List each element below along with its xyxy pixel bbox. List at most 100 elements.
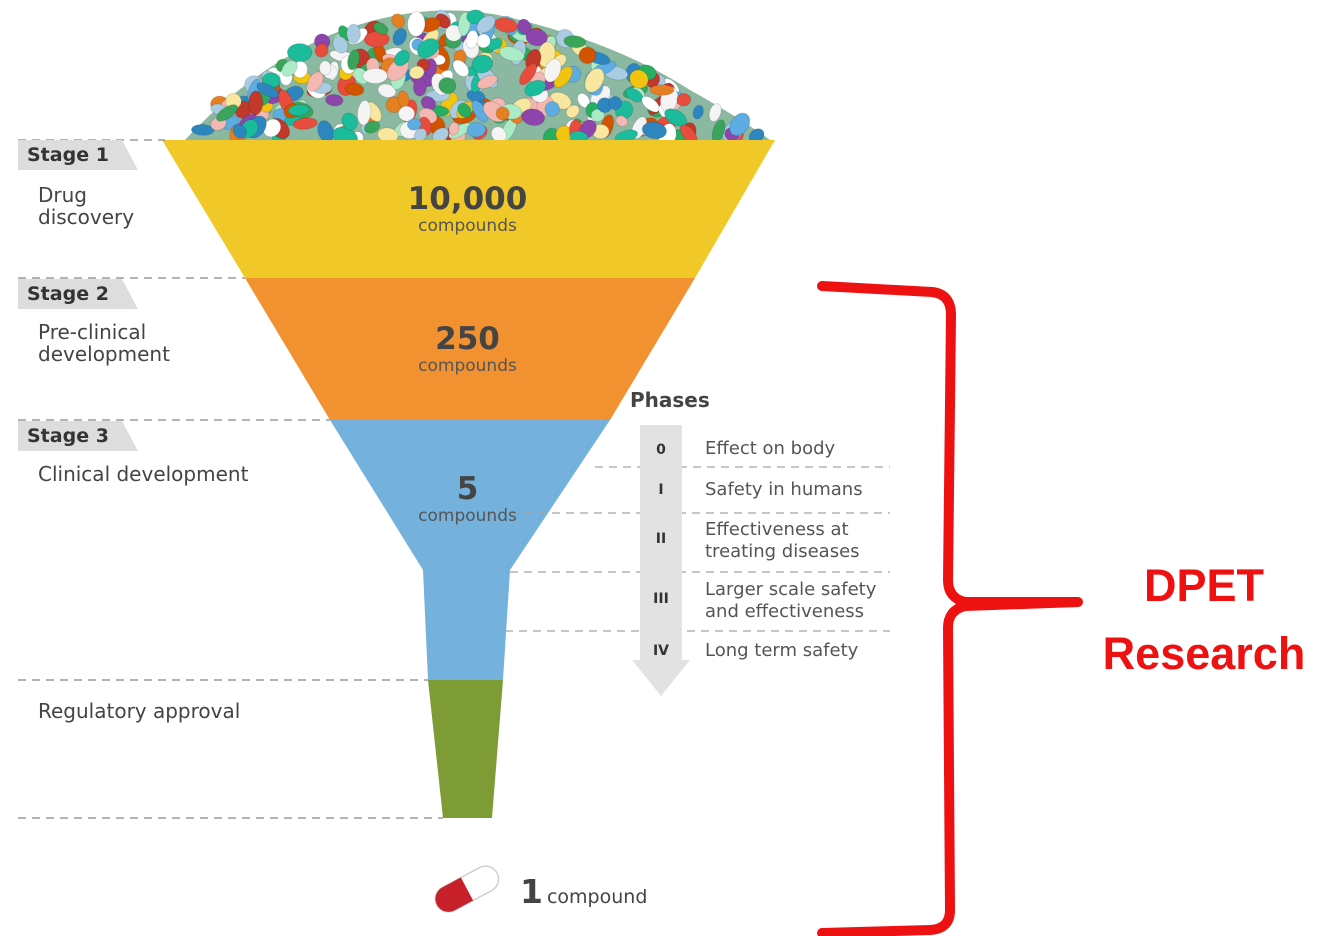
pill-pile-image (185, 9, 770, 150)
pill (544, 101, 560, 117)
final-compound-unit: compound (546, 886, 648, 908)
pill (190, 123, 215, 136)
pill (281, 60, 298, 77)
pill (406, 118, 422, 131)
phases-title: Phases (630, 388, 710, 412)
pill (629, 69, 649, 89)
pill (565, 104, 580, 119)
pill (457, 102, 472, 118)
pill (452, 59, 470, 77)
pill (318, 60, 332, 76)
pill (215, 104, 239, 122)
stage1-funnel-segment (162, 140, 775, 278)
pill (615, 115, 629, 128)
pill (708, 102, 722, 123)
stage-1-count-unit: compounds (418, 216, 517, 236)
pill (292, 117, 318, 130)
pill (412, 77, 427, 97)
pill (332, 35, 349, 54)
stage-2-count-unit: compounds (418, 356, 517, 376)
final-compound-count: 1 (520, 872, 543, 911)
pill (476, 15, 496, 34)
pill (362, 67, 389, 85)
pill (465, 29, 479, 49)
pill (471, 54, 494, 74)
stage-2-tab: Stage 2 (18, 279, 138, 309)
callout-line-1: DPET (1143, 560, 1264, 611)
pill (466, 9, 485, 25)
pill (521, 108, 546, 126)
pill (392, 27, 407, 46)
phase-2-text: Effectiveness at treating diseases (705, 519, 860, 562)
dpet-research-callout: DPET Research (1084, 552, 1324, 688)
pill (498, 46, 525, 62)
callout-line-2: Research (1102, 628, 1306, 679)
stage-1-description: Drug discovery (38, 183, 135, 229)
pill (398, 105, 416, 122)
stage-3-label: Stage 3 (27, 425, 109, 447)
stage-2-count-value: 250 (435, 321, 500, 357)
pill (314, 43, 329, 58)
phase-4-text: Long term safety (705, 640, 859, 661)
pill (641, 95, 660, 113)
stage-1-label: Stage 1 (27, 144, 109, 166)
pill (664, 108, 688, 127)
stage-1-tab: Stage 1 (18, 140, 138, 170)
pill (347, 49, 361, 71)
pill (408, 65, 425, 80)
pill (393, 49, 410, 67)
pill (692, 104, 704, 120)
pill (232, 123, 247, 139)
pill (372, 21, 389, 35)
pill (590, 108, 605, 123)
pill (391, 13, 406, 29)
pill (307, 71, 324, 92)
regulatory-description: Regulatory approval (38, 699, 241, 723)
stage-2-count: 250 compounds (380, 322, 555, 376)
pill (584, 67, 605, 93)
pill (287, 104, 310, 117)
phase-0-number: 0 (656, 442, 666, 458)
pill (286, 43, 313, 62)
pill (729, 112, 751, 137)
pill (466, 121, 487, 138)
phase-3-number: III (653, 591, 669, 607)
phase-1-number: I (658, 482, 664, 498)
pill (676, 93, 692, 107)
phase-1-text: Safety in humans (705, 479, 863, 500)
pill (563, 35, 587, 49)
stage-3-tab: Stage 3 (18, 421, 138, 451)
pill (641, 121, 667, 140)
pill (344, 82, 365, 96)
stage-3-count-value: 5 (456, 471, 479, 507)
capsule-icon (434, 865, 500, 913)
stage3-funnel-segment (330, 420, 610, 680)
pill (445, 24, 463, 42)
pill (608, 95, 623, 111)
pill (519, 63, 538, 86)
pill (448, 121, 460, 136)
phase-0-text: Effect on body (705, 438, 836, 459)
pill (256, 82, 279, 99)
stage-1-count-value: 10,000 (407, 181, 528, 217)
pill (495, 106, 510, 121)
phase-4-number: IV (652, 643, 670, 659)
pill (416, 38, 440, 59)
pill (341, 112, 358, 131)
pill (407, 11, 426, 37)
pill (346, 23, 361, 44)
pill (438, 77, 457, 95)
pill (486, 37, 503, 51)
pill (525, 28, 548, 47)
stage-2-description: Pre-clinical development (38, 320, 170, 366)
stage-3-description: Clinical development (38, 462, 249, 486)
phase-2-number: II (655, 531, 667, 547)
pill (649, 84, 675, 96)
pill (543, 58, 562, 83)
stage-2-label: Stage 2 (27, 283, 109, 305)
pill (420, 95, 437, 111)
pill (524, 79, 547, 97)
research-bracket (817, 281, 1083, 936)
stage-1-count: 10,000 compounds (380, 182, 555, 236)
